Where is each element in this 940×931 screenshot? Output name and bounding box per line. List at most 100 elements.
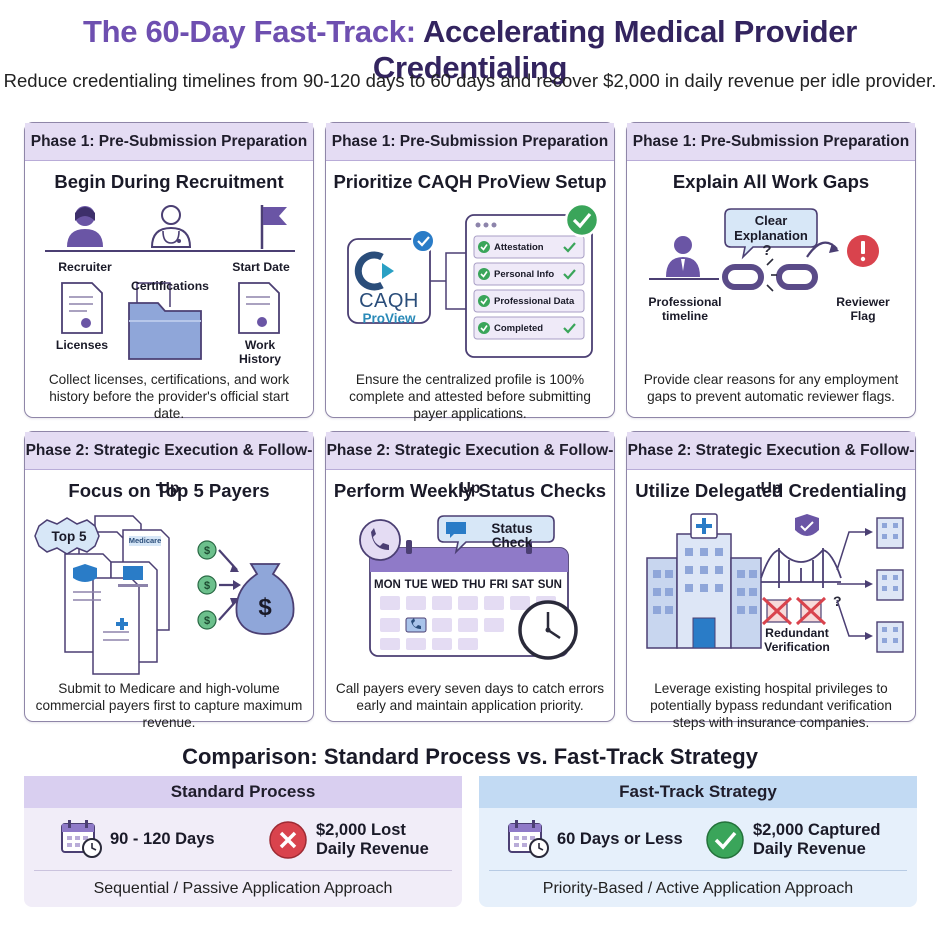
card-title: Begin During Recruitment (54, 171, 284, 192)
dollar-coin-icons: $ $ $ (197, 540, 217, 630)
caqh-illustration: CAQH ProView Attestation Personal Info P… (326, 202, 616, 371)
phase-label: Phase 2: Strategic Execution & Follow-Up (326, 432, 614, 497)
insurance-building-icons (876, 517, 904, 653)
panel-heading: Standard Process (24, 776, 462, 808)
status-check-illustration: Status Check MON TUE WED THU FRI SAT SUN (326, 512, 616, 680)
top-5-badge-text: Top 5 (51, 529, 87, 544)
phase-label: Phase 2: Strategic Execution & Follow-Up (25, 432, 313, 497)
bubble-status-check: Status Check (491, 521, 533, 550)
complete-check-icon (564, 202, 600, 238)
check-circle-icon (706, 821, 744, 859)
work-gaps-illustration: ? Clear Explanation Professional timelin… (627, 203, 917, 371)
card-begin-recruitment: Phase 1: Pre-Submission Preparation Begi… (24, 122, 315, 421)
card-title: Explain All Work Gaps (672, 171, 870, 192)
page-subtitle: Reduce credentialing timelines from 90-1… (3, 70, 937, 91)
broken-chain-icon (722, 258, 818, 292)
fast-approach: Priority-Based / Active Application Appr… (489, 870, 907, 898)
svg-text:?: ? (762, 242, 771, 259)
caqh-logo-subtext: ProView (362, 311, 416, 326)
recruiter-icon (67, 206, 103, 247)
calendar-clock-icon (61, 820, 102, 858)
card-description: Submit to Medicare and high-volume comme… (35, 681, 303, 730)
top-5-badge-icon (34, 517, 100, 555)
speech-bubble (724, 208, 818, 260)
fast-days: 60 Days or Less (557, 830, 683, 848)
fast-track-panel: Fast-Track Strategy 60 Days or Less $2,0… (479, 776, 917, 907)
card-weekly-status-checks: Phase 2: Strategic Execution & Follow-Up… (325, 431, 615, 722)
page-title: The 60-Day Fast-Track: Accelerating Medi… (0, 14, 940, 86)
label-recruiter: Recruiter (58, 260, 112, 274)
bubble-clear-explanation: Clear Explanation (734, 213, 808, 243)
card-title: Perform Weekly Status Checks (333, 480, 607, 501)
day-wed: WED (431, 579, 459, 591)
label-reviewer-flag: Reviewer Flag (836, 295, 890, 323)
recruitment-timeline-graphic (45, 205, 295, 360)
svg-text:$: $ (204, 545, 210, 557)
fast-revenue-line2: Daily Revenue (753, 840, 866, 858)
top-payers-illustration: $ $ $ $ Top 5 Medicare (25, 512, 315, 680)
checklist-item-completed: Completed (494, 323, 544, 334)
checklist-item-professional-data: Professional Data (494, 296, 575, 307)
professional-icon (666, 236, 700, 277)
standard-process-panel: Standard Process 90 - 120 Days $2,000 Lo… (24, 776, 462, 907)
label-certifications: Certifications (131, 279, 209, 293)
card-description: Ensure the centralized profile is 100% c… (349, 372, 591, 421)
folder-icon (128, 282, 202, 360)
svg-text:$: $ (258, 594, 272, 621)
day-sun: SUN (537, 579, 562, 591)
card-top-payers: Phase 2: Strategic Execution & Follow-Up… (24, 431, 315, 730)
x-circle-icon (269, 821, 307, 859)
card-description: Leverage existing hospital privileges to… (650, 681, 892, 730)
license-document-icon (61, 282, 103, 334)
phone-call-icon (359, 519, 401, 561)
card-description: Collect licenses, certifications, and wo… (48, 372, 290, 421)
calendar-clock-icon (508, 820, 549, 858)
cross-icon (123, 566, 143, 580)
day-fri: FRI (489, 579, 508, 591)
label-start-date: Start Date (232, 260, 290, 274)
shield-check-icon (795, 514, 819, 536)
card-title: Utilize Delegated Credentialing (635, 480, 907, 501)
standard-revenue-line1: $2,000 Lost (316, 821, 406, 839)
phase-label: Phase 2: Strategic Execution & Follow-Up (627, 432, 915, 497)
day-mon: MON (374, 579, 401, 591)
verified-badge-icon (411, 229, 435, 253)
comparison-title: Comparison: Standard Process vs. Fast-Tr… (182, 744, 758, 769)
card-caqh-proview: Phase 1: Pre-Submission Preparation Prio… (325, 122, 616, 421)
hospital-icon (646, 513, 762, 649)
delegated-credentialing-illustration: ? Redundant Verification (627, 512, 917, 680)
label-redundant-verification: Redundant Verification (764, 626, 830, 654)
medicare-label: Medicare (128, 536, 162, 545)
standard-approach: Sequential / Passive Application Approac… (34, 870, 452, 898)
bridge-icon (760, 548, 842, 588)
doctor-icon (150, 205, 192, 248)
title-part-2: Accelerating Medical Provider Credential… (372, 14, 858, 85)
phase-label: Phase 1: Pre-Submission Preparation (25, 123, 313, 161)
card-delegated-credentialing: Phase 2: Strategic Execution & Follow-Up… (626, 431, 917, 730)
top-payers-graphic: $ $ $ $ (34, 515, 295, 675)
phone-day-icon (411, 618, 421, 629)
svg-text:$: $ (204, 615, 210, 627)
panel-heading: Fast-Track Strategy (479, 776, 917, 808)
flag-icon (260, 205, 287, 249)
day-tue: TUE (404, 579, 428, 591)
card-work-gaps: Phase 1: Pre-Submission Preparation Expl… (626, 122, 916, 418)
day-sat: SAT (511, 579, 534, 591)
card-description: Call payers every seven days to catch er… (335, 681, 605, 713)
standard-revenue-line2: Daily Revenue (316, 840, 429, 858)
fast-revenue: $2,000 Captured Daily Revenue (753, 821, 880, 859)
crossed-document-icons (761, 596, 827, 626)
phase-label: Phase 1: Pre-Submission Preparation (627, 123, 915, 161)
standard-revenue: $2,000 Lost Daily Revenue (316, 821, 429, 859)
checklist-item-attestation: Attestation (494, 242, 544, 253)
work-gaps-graphic: ? (649, 208, 879, 292)
speech-bubble (437, 515, 555, 555)
money-bag-icon (235, 563, 295, 635)
card-description: Provide clear reasons for any employment… (643, 372, 899, 404)
svg-text:$: $ (204, 580, 210, 592)
caqh-profile-graphic (347, 202, 600, 358)
label-licenses: Licenses (55, 338, 109, 352)
caqh-arrow-icon (382, 263, 394, 279)
fast-revenue-line1: $2,000 Captured (753, 821, 881, 839)
recruitment-illustration: Recruiter Start Date Certifications Lice… (25, 203, 315, 371)
